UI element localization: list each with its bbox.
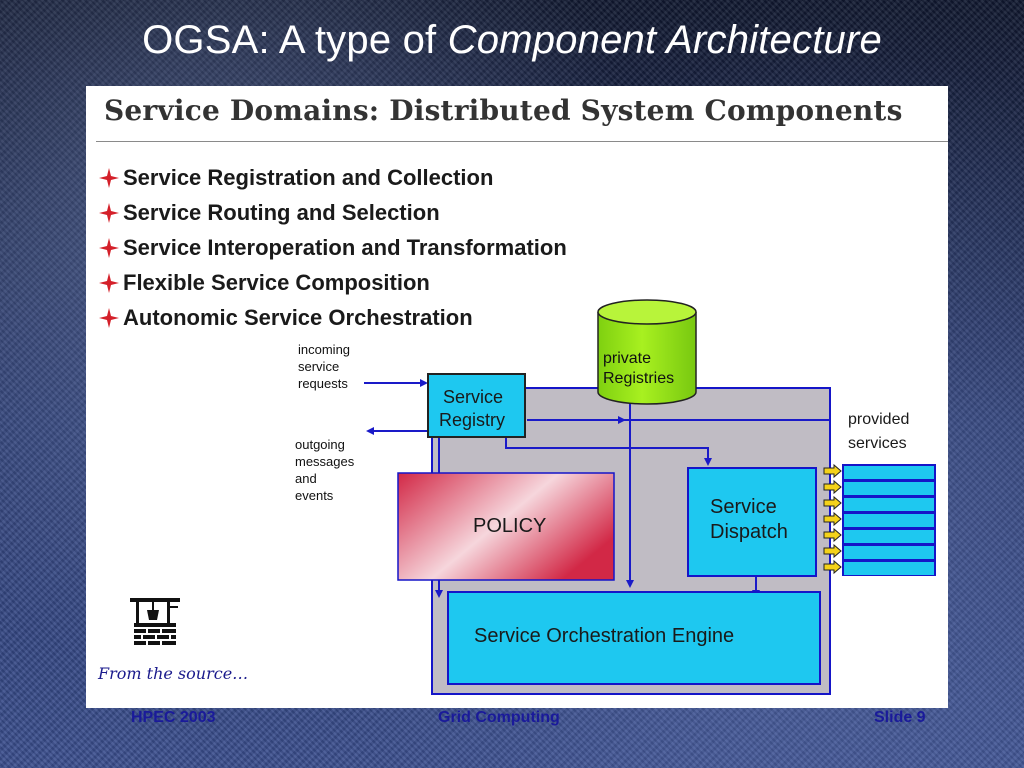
output-arrow-icon bbox=[823, 463, 842, 479]
provided-services-label: services bbox=[848, 435, 907, 452]
service-dispatch-label: Dispatch bbox=[710, 521, 788, 543]
service-registry-box bbox=[427, 373, 526, 438]
bullet-item: Flexible Service Composition bbox=[98, 265, 567, 300]
well-icon bbox=[130, 598, 180, 645]
bullet-item: Service Registration and Collection bbox=[98, 160, 567, 195]
output-arrow-icon bbox=[823, 543, 842, 559]
service-slot bbox=[844, 498, 934, 511]
content-panel: Service Domains: Distributed System Comp… bbox=[86, 86, 948, 708]
service-slot bbox=[844, 466, 934, 479]
outgoing-label-line: and bbox=[295, 471, 317, 486]
provided-services-label: provided bbox=[848, 411, 909, 428]
service-dispatch-box bbox=[687, 467, 817, 577]
bullet-text: Flexible Service Composition bbox=[123, 269, 430, 295]
bullet-text: Service Interoperation and Transformatio… bbox=[123, 234, 567, 260]
slide-title-plain: OGSA: A type of bbox=[142, 18, 448, 62]
architecture-diagram: incoming service requests outgoing messa… bbox=[130, 299, 936, 695]
outgoing-label-line: messages bbox=[295, 454, 355, 469]
output-arrow-icon bbox=[823, 479, 842, 495]
incoming-label-line: requests bbox=[298, 376, 348, 391]
service-slot bbox=[844, 482, 934, 495]
bullet-list: Service Registration and Collection Serv… bbox=[98, 160, 567, 335]
red-star-bullet-icon bbox=[99, 202, 119, 223]
outgoing-label-line: outgoing bbox=[295, 437, 345, 452]
private-registries-label: Registries bbox=[603, 370, 674, 387]
service-slot bbox=[844, 514, 934, 527]
provided-services-stack bbox=[842, 464, 936, 576]
outgoing-label-line: events bbox=[295, 488, 334, 503]
footer-right: Slide 9 bbox=[874, 709, 926, 726]
bullet-item: Service Routing and Selection bbox=[98, 195, 567, 230]
output-arrow-icon bbox=[823, 511, 842, 527]
output-arrow-icon bbox=[823, 495, 842, 511]
private-registries-cylinder: private Registries bbox=[597, 299, 697, 405]
registry-to-dispatch-arrow bbox=[505, 438, 712, 466]
red-star-bullet-icon bbox=[99, 167, 119, 188]
service-dispatch-label: Service bbox=[710, 496, 777, 518]
policy-box bbox=[397, 472, 615, 581]
service-slot bbox=[844, 530, 934, 543]
output-arrow-icon bbox=[823, 527, 842, 543]
service-slot bbox=[844, 562, 934, 575]
service-registry-label: Registry bbox=[439, 410, 505, 430]
policy-label: POLICY bbox=[473, 515, 546, 537]
bullet-text: Autonomic Service Orchestration bbox=[123, 304, 473, 330]
incoming-label-line: service bbox=[298, 359, 339, 374]
output-arrow-icon bbox=[823, 559, 842, 575]
bullet-text: Service Routing and Selection bbox=[123, 199, 440, 225]
bullet-item: Autonomic Service Orchestration bbox=[98, 300, 567, 335]
incoming-label-line: incoming bbox=[298, 342, 350, 357]
footer-left: HPEC 2003 bbox=[131, 709, 216, 726]
orchestration-engine-label: Service Orchestration Engine bbox=[474, 625, 734, 647]
red-star-bullet-icon bbox=[99, 272, 119, 293]
red-star-bullet-icon bbox=[99, 237, 119, 258]
service-slot bbox=[844, 546, 934, 559]
slide-title-italic: Component Architecture bbox=[447, 18, 882, 62]
panel-title: Service Domains: Distributed System Comp… bbox=[104, 94, 903, 127]
title-divider bbox=[96, 141, 948, 142]
private-registries-label: private bbox=[603, 350, 651, 367]
slide-title: OGSA: A type of Component Architecture bbox=[0, 18, 1024, 63]
bullet-item: Service Interoperation and Transformatio… bbox=[98, 230, 567, 265]
source-note: From the source… bbox=[98, 664, 249, 683]
footer-center: Grid Computing bbox=[438, 709, 560, 726]
service-registry-label: Service bbox=[443, 387, 503, 407]
dispatch-output-arrows bbox=[823, 463, 842, 575]
orchestration-engine-box bbox=[447, 591, 821, 685]
bullet-text: Service Registration and Collection bbox=[123, 164, 494, 190]
red-star-bullet-icon bbox=[99, 307, 119, 328]
